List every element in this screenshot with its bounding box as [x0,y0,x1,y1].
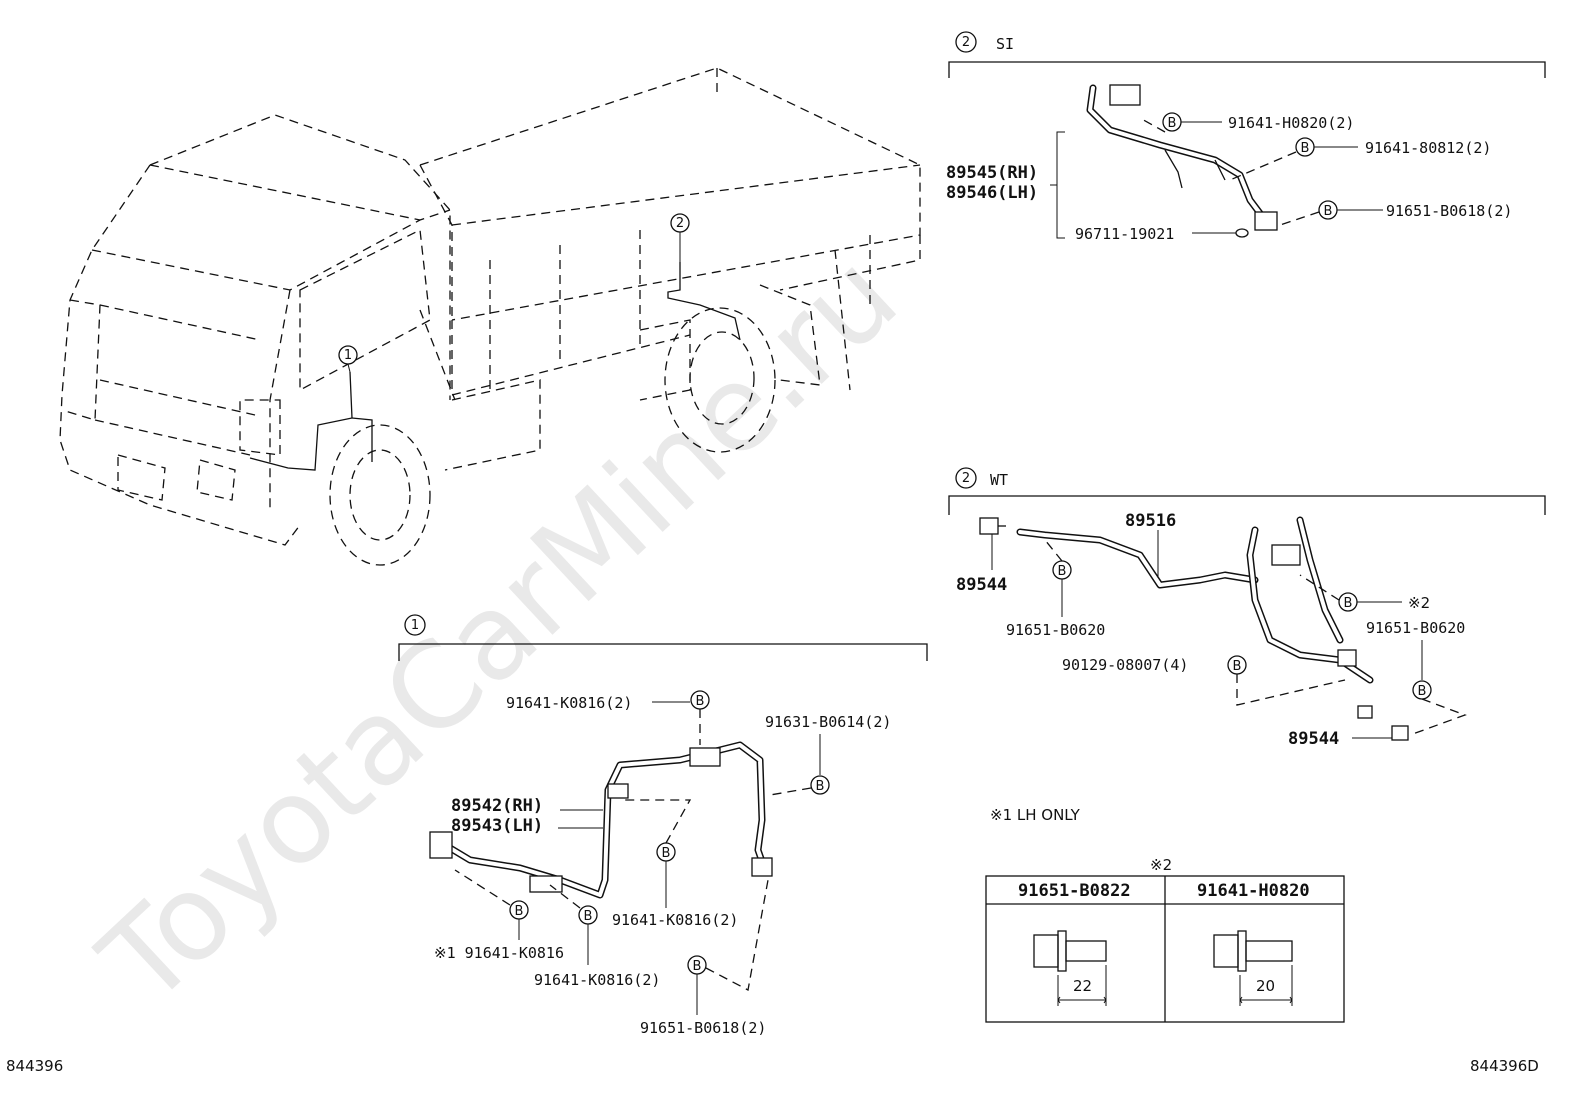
si-part-h0820: 91641-H0820(2) [1228,114,1354,132]
bolt-col-1-length: 22 [1073,977,1092,995]
svg-text:B: B [816,779,825,794]
bolt-col-2-part: 91641-H0820 [1197,881,1310,901]
svg-text:2: 2 [962,35,970,50]
wt-sensor-bottom: 89544 [1288,729,1339,749]
svg-text:2: 2 [676,216,684,231]
wt-note-ref: ※2 [1408,594,1430,612]
front-part-k0816-bottom: 91641-K0816(2) [534,971,660,989]
front-part-b0618: 91651-B0618(2) [640,1019,766,1037]
si-harness-rh: 89545(RH) [946,163,1038,183]
front-part-b0614: 91631-B0614(2) [765,713,891,731]
watermark: ToyotaCarMine.ru [74,227,923,1032]
footer-right-code: 844396D [1470,1057,1539,1075]
wt-part-b0620-left: 91651-B0620 [1006,621,1105,639]
bolt-col-1-part: 91651-B0822 [1018,881,1131,901]
svg-text:1: 1 [411,618,419,633]
bolt-table: ※2 91651-B0822 91641-H0820 22 20 [985,856,1345,1023]
callout-2 [955,31,977,53]
svg-text:B: B [1344,596,1353,611]
footer-left-code: 844396 [6,1057,63,1075]
svg-text:B: B [1301,141,1310,156]
svg-text:B: B [515,904,524,919]
bolt-table-title: ※2 [1150,856,1172,874]
section-si-title: SI [996,35,1014,53]
note-lh-only: ※1 LH ONLY [990,806,1081,824]
svg-text:2: 2 [962,471,970,486]
svg-text:B: B [693,959,702,974]
si-part-80812: 91641-80812(2) [1365,139,1491,157]
truck-illustration: 1 2 [59,67,921,566]
section-wt: 2 WT 89544 89516 B 91651-B0620 B ※2 9165… [948,467,1546,749]
bolt-icon [1213,930,1293,1006]
wt-part-08007: 90129-08007(4) [1062,656,1188,674]
front-harness-rh: 89542(RH) [451,796,543,816]
front-part-k0816-mid: 91641-K0816(2) [612,911,738,929]
svg-text:B: B [1324,204,1333,219]
front-harness-lh: 89543(LH) [451,816,543,836]
wt-harness-89516: 89516 [1125,511,1176,531]
svg-text:B: B [1418,684,1427,699]
front-part-k0816-top: 91641-K0816(2) [506,694,632,712]
si-harness-lh: 89546(LH) [946,183,1038,203]
svg-text:B: B [696,694,705,709]
section-si: 2 SI 89545(RH) 89546(LH) B 91641-H0820(2… [946,31,1546,243]
svg-text:B: B [1233,659,1242,674]
svg-text:1: 1 [344,348,352,363]
wt-sensor-top: 89544 [956,575,1007,595]
svg-text:B: B [584,909,593,924]
bolt-icon [1033,930,1107,1006]
wt-part-b0620-right: 91651-B0620 [1366,619,1465,637]
si-part-19021: 96711-19021 [1075,225,1174,243]
section-wt-title: WT [990,471,1008,489]
section-front: 1 89542(RH) 89543(LH) 91641-K0816(2) B 9… [398,614,928,1037]
svg-text:B: B [1168,116,1177,131]
svg-text:B: B [1058,564,1067,579]
bolt-col-2-length: 20 [1256,977,1275,995]
front-part-k0816-lh: ※1 91641-K0816 [434,944,564,962]
si-part-b0618: 91651-B0618(2) [1386,202,1512,220]
svg-text:B: B [662,846,671,861]
